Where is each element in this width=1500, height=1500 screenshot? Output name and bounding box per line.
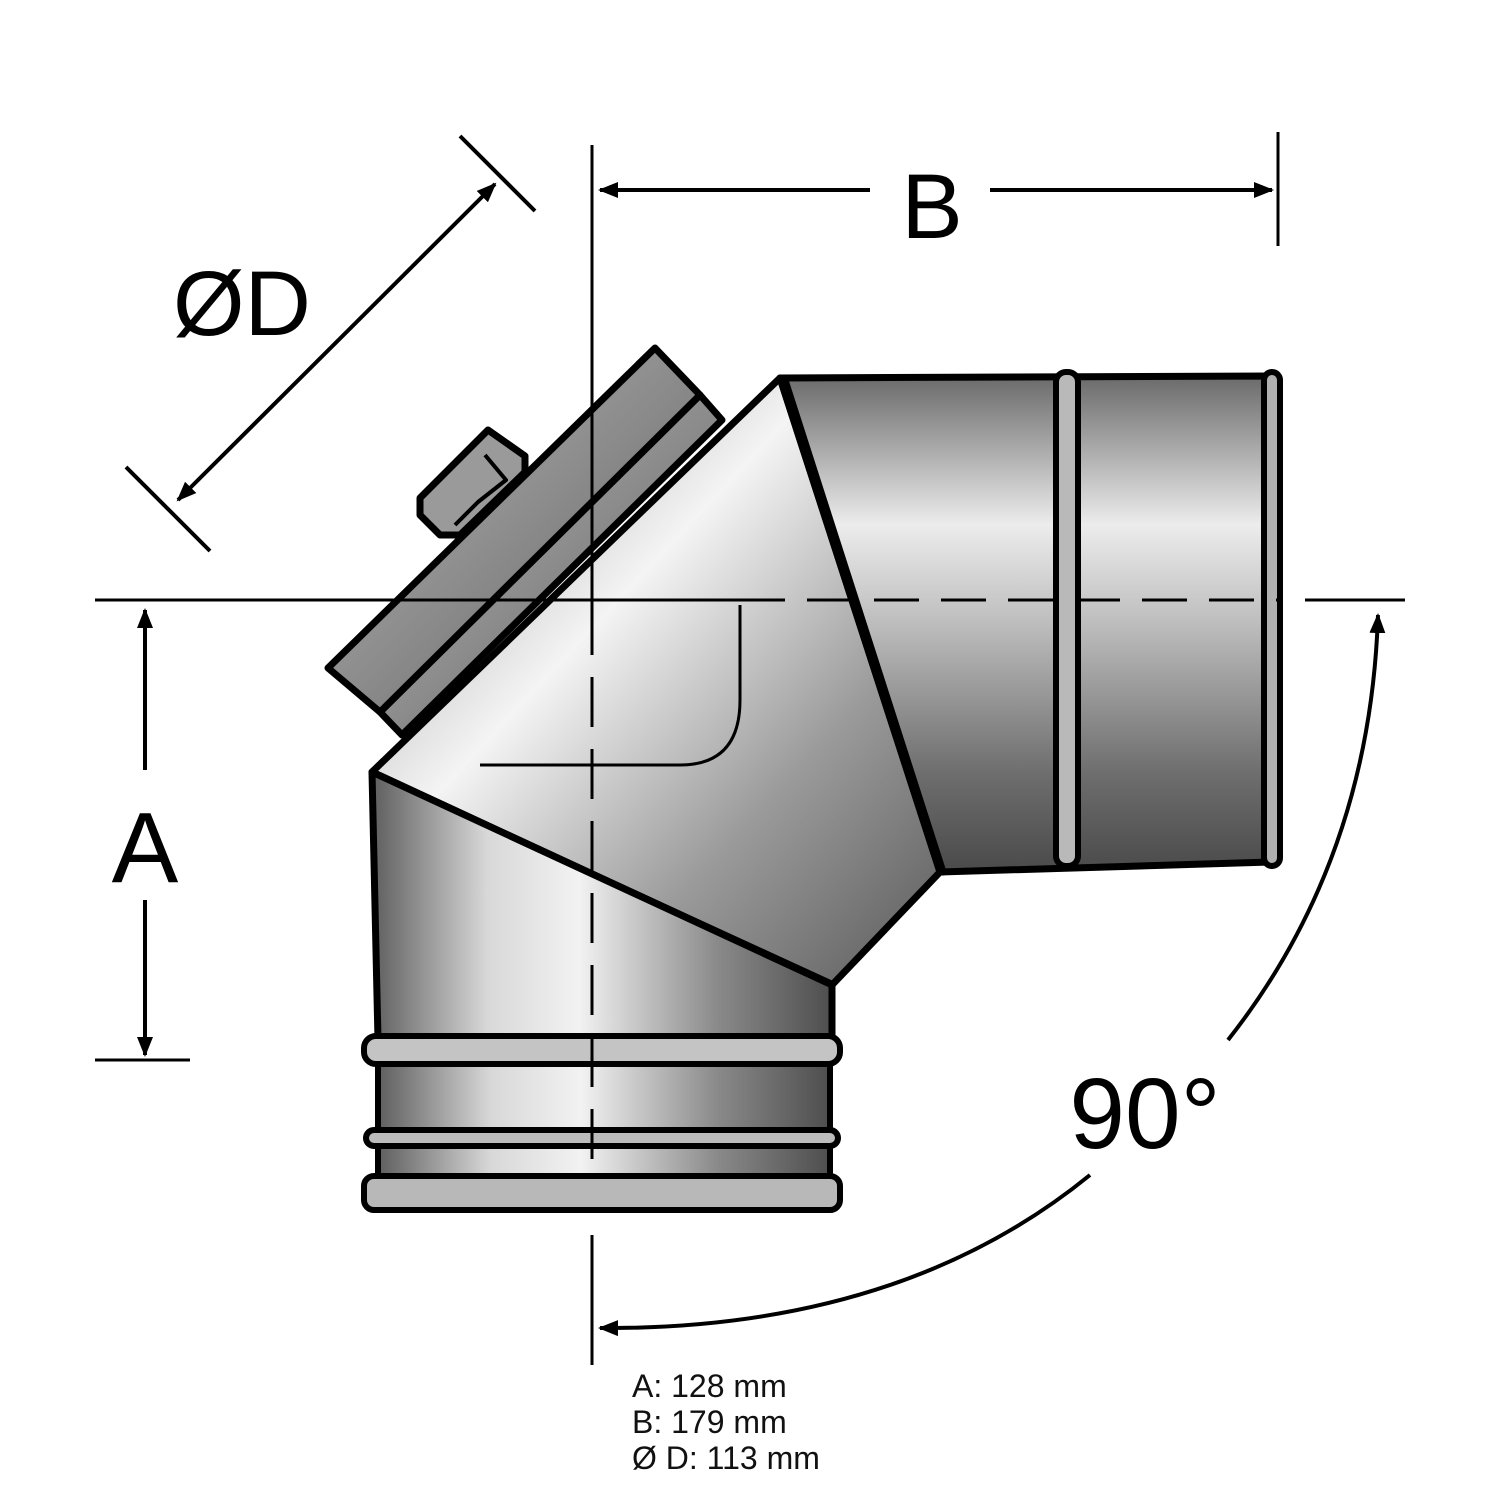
centerlines (95, 132, 1405, 1365)
dimension-d (124, 134, 537, 553)
label-dim-d: ØD (173, 253, 311, 355)
spec-list: A: 128 mm B: 179 mm Ø D: 113 mm (632, 1368, 820, 1476)
spec-a: A: 128 mm (632, 1368, 787, 1404)
inspection-cover (324, 344, 726, 739)
elbow-body (368, 372, 1276, 1044)
inlet-socket (361, 769, 843, 1213)
angle-arc (598, 613, 1386, 1337)
label-dim-b: B (901, 156, 962, 258)
label-dim-a: A (112, 792, 179, 904)
label-angle: 90° (1069, 1058, 1220, 1170)
spec-d: Ø D: 113 mm (632, 1440, 820, 1476)
outlet-bands (783, 369, 1283, 876)
spec-b: B: 179 mm (632, 1404, 787, 1440)
